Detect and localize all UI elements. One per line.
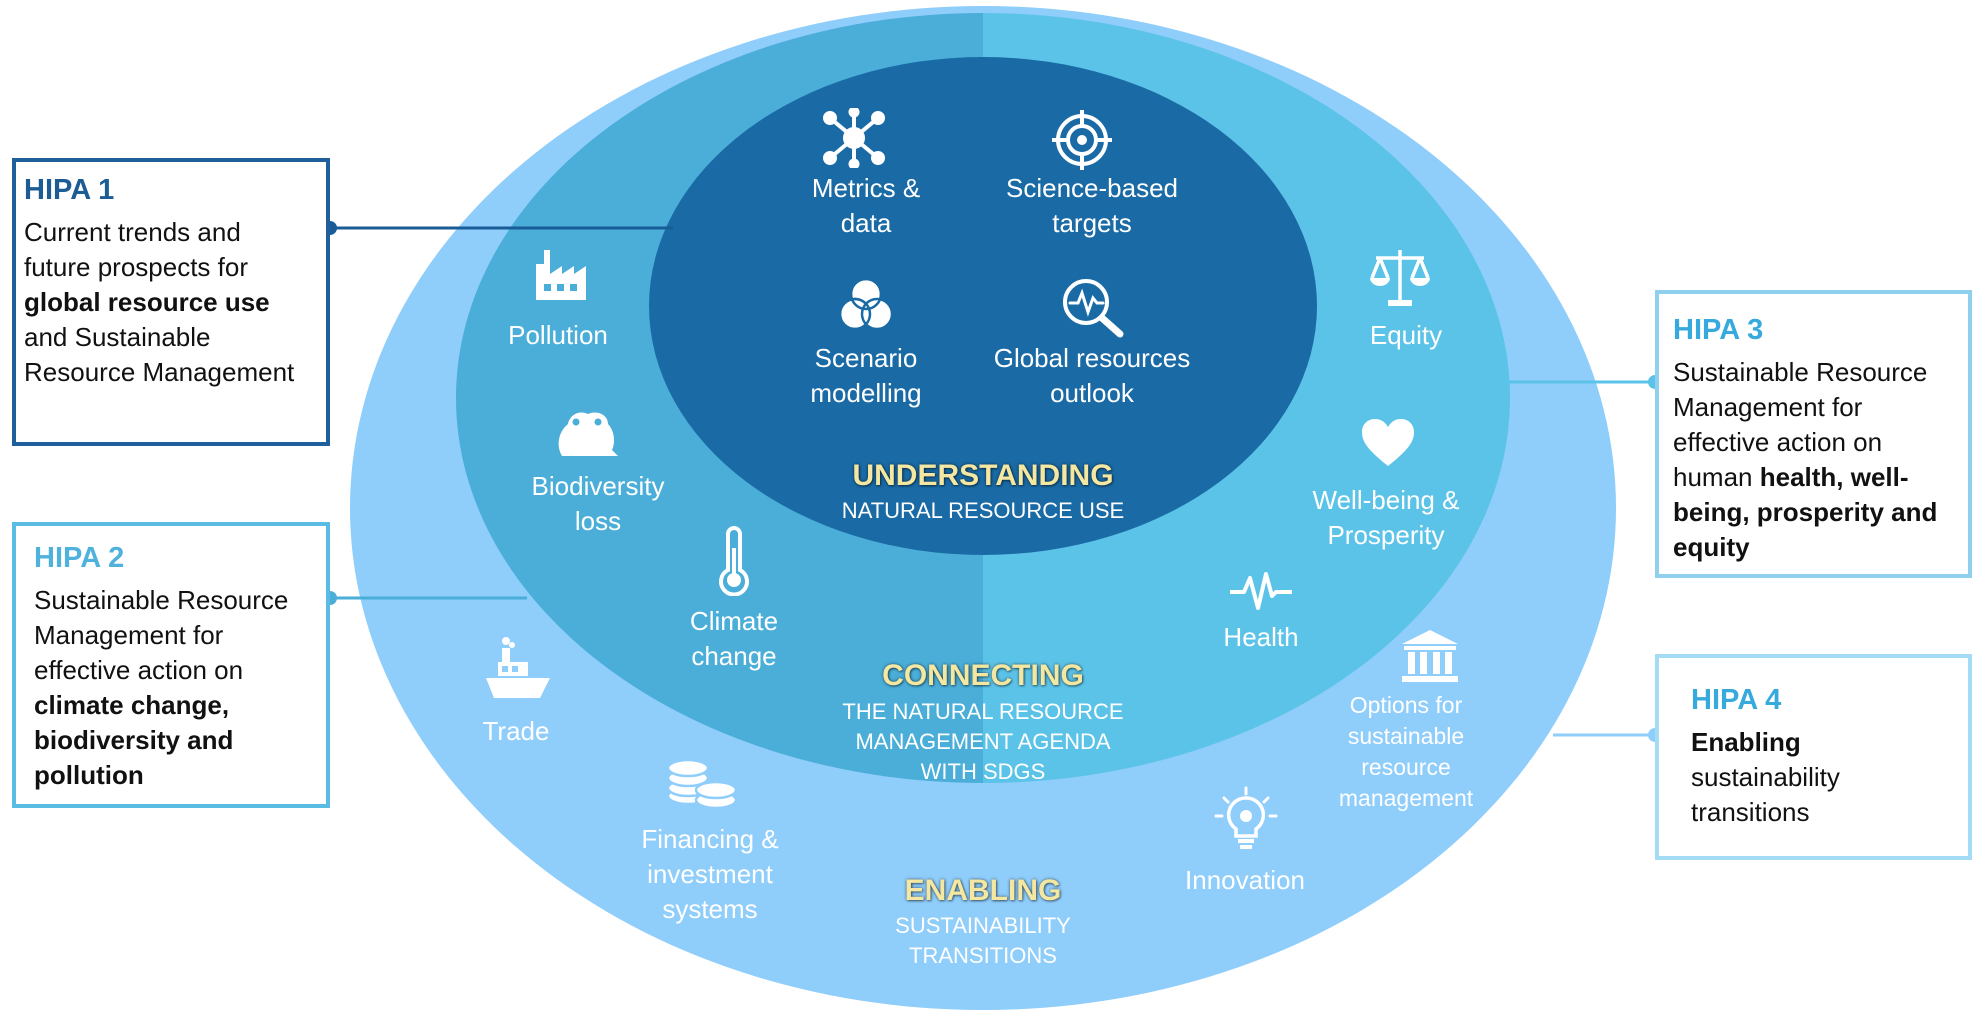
hipa4-connector bbox=[1553, 728, 1662, 742]
hipa-3-title: HIPA 3 bbox=[1673, 314, 1764, 346]
understanding-title: UNDERSTANDING bbox=[852, 459, 1114, 492]
inner-ellipse bbox=[649, 57, 1317, 555]
magnifier-pulse-icon bbox=[1063, 279, 1124, 338]
trade-label: Trade bbox=[482, 716, 550, 746]
scales-icon bbox=[1370, 250, 1430, 306]
equity-label: Equity bbox=[1369, 320, 1443, 350]
connecting-title: CONNECTING bbox=[882, 659, 1084, 692]
network-icon bbox=[823, 108, 885, 168]
thermometer-icon bbox=[719, 526, 749, 596]
hipa-2-title: HIPA 2 bbox=[34, 542, 125, 574]
lightbulb-icon bbox=[1214, 786, 1278, 849]
health-label: Health bbox=[1223, 622, 1299, 652]
factory-icon bbox=[536, 250, 586, 300]
innovation-label: Innovation bbox=[1185, 865, 1305, 895]
pollution-label: Pollution bbox=[508, 320, 608, 350]
hipa-1-title: HIPA 1 bbox=[24, 174, 115, 206]
hipa-4-title: HIPA 4 bbox=[1691, 684, 1782, 716]
target-icon bbox=[1052, 110, 1112, 170]
frog-icon bbox=[558, 412, 618, 456]
heart-icon bbox=[1362, 419, 1414, 466]
metrics-data-label: Metrics &data bbox=[811, 173, 921, 238]
enabling-title: ENABLING bbox=[904, 874, 1062, 907]
well-being-prosperity-label: Well-being &Prosperity bbox=[1312, 485, 1460, 550]
venn-icon bbox=[838, 277, 894, 331]
coins-icon bbox=[666, 758, 738, 810]
ship-icon bbox=[486, 637, 550, 698]
understanding-subtitle: NATURAL RESOURCE USE bbox=[841, 498, 1125, 523]
institution-icon bbox=[1402, 630, 1458, 682]
heartbeat-icon bbox=[1230, 572, 1292, 610]
